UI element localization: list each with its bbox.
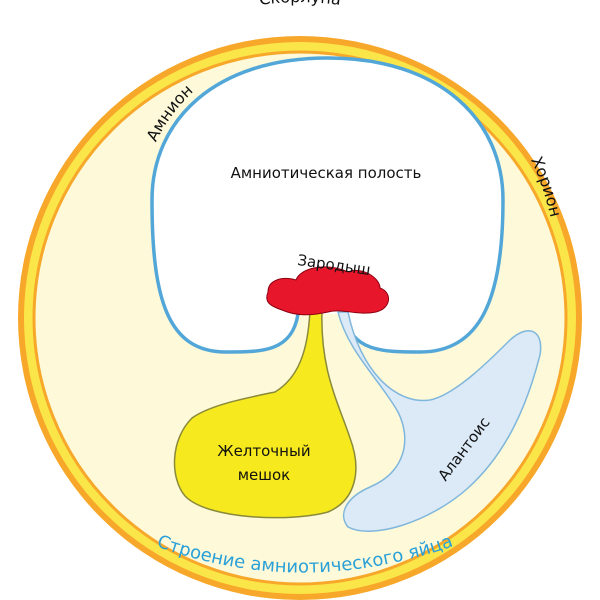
yolk-sac xyxy=(173,309,357,519)
amnion-membrane xyxy=(150,56,505,354)
yolk-sac-label-line1: Желточный xyxy=(217,442,310,460)
embryo xyxy=(266,266,389,316)
shell-label: Скорлупа xyxy=(258,0,342,9)
allantois xyxy=(337,311,542,532)
yolk-sac-label-line2: мешок xyxy=(238,466,291,484)
amniotic-cavity-label: Амниотическая полость xyxy=(231,164,422,182)
